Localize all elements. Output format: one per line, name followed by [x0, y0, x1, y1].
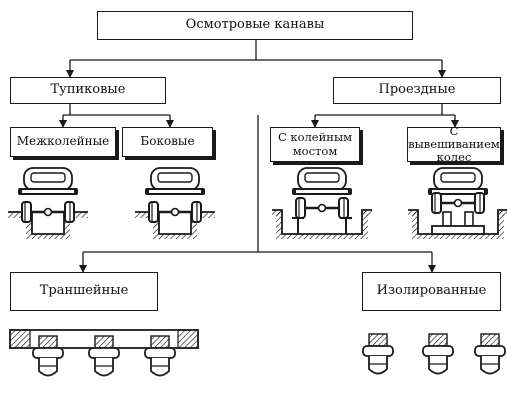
- track-bridge-pit-illustration: [271, 167, 373, 240]
- node-hanging-wheels: С вывешиванием колес: [407, 123, 501, 165]
- node-between-track: Межколейные: [10, 127, 116, 157]
- isolated-pit-illustration: [362, 333, 506, 375]
- node-through: Проездные: [333, 77, 501, 104]
- node-dead-end: Тупиковые: [10, 77, 166, 104]
- trench-pit-illustration: [9, 329, 199, 377]
- hanging-wheels-pit-illustration: [407, 167, 507, 240]
- side-pit-illustration: [134, 167, 216, 240]
- node-isolated: Изолированные: [362, 272, 501, 311]
- between-track-pit-illustration: [7, 167, 89, 240]
- node-side: Боковые: [122, 127, 213, 157]
- connector-lines: [59, 40, 459, 273]
- node-track-bridge: С колейным мостом: [270, 127, 360, 162]
- root-node-inspection-pits: Осмотровые канавы: [97, 11, 413, 40]
- node-trench: Траншейные: [10, 272, 158, 311]
